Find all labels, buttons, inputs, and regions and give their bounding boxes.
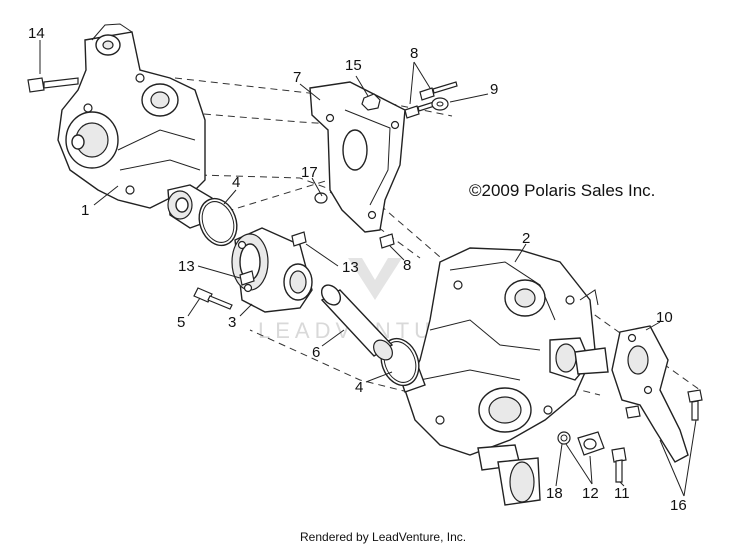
part-9-washer: [431, 97, 449, 111]
callout-16: 16: [670, 497, 687, 514]
part-15-nut: [361, 93, 381, 111]
callout-11: 11: [614, 485, 630, 502]
part-11-bolt: [611, 447, 627, 483]
callout-12: 12: [582, 485, 599, 502]
callout-15: 15: [345, 57, 362, 74]
callout-17: 17: [301, 164, 318, 181]
callout-6: 6: [312, 344, 320, 361]
part-12-sensor: [577, 431, 605, 456]
callout-5: 5: [177, 314, 185, 331]
callout-18: 18: [546, 485, 563, 502]
part-2-transmission: [394, 247, 609, 506]
callout-10: 10: [656, 309, 673, 326]
callout-8-bottom: 8: [403, 257, 411, 274]
part-5-bolt: [193, 287, 233, 310]
part-10-bracket: [611, 325, 689, 463]
leader-lines: [39, 40, 697, 497]
copyright-notice: ©2009 Polaris Sales Inc.: [469, 181, 655, 200]
part-6-shaft: [320, 284, 394, 361]
callout-1: 1: [81, 202, 89, 219]
footer-credit: Rendered by LeadVenture, Inc.: [300, 530, 466, 544]
callout-13-right: 13: [342, 259, 359, 276]
part-17-washer: [314, 192, 328, 204]
part-4-o-ring-front: [198, 197, 238, 247]
part-13-bolts: [239, 231, 307, 286]
callout-4-front: 4: [232, 174, 240, 191]
callout-8-top: 8: [410, 45, 418, 62]
part-7-bracket: [309, 81, 406, 233]
part-18-o-ring: [557, 431, 571, 445]
callouts: 14 1 7 15 8 9 4 17 13 13 8 5 3 6 4 2 10 …: [28, 25, 687, 514]
part-16-bolts: [625, 389, 703, 421]
part-1-gearcase: [57, 23, 213, 229]
callout-3: 3: [228, 314, 236, 331]
callout-4-rear: 4: [355, 379, 363, 396]
callout-9: 9: [490, 81, 498, 98]
callout-2: 2: [522, 230, 530, 247]
callout-13-left: 13: [178, 258, 195, 275]
callout-7: 7: [293, 69, 301, 86]
part-3-coupler-housing: [231, 227, 313, 313]
part-14-bolt: [27, 77, 79, 93]
callout-14: 14: [28, 25, 45, 42]
